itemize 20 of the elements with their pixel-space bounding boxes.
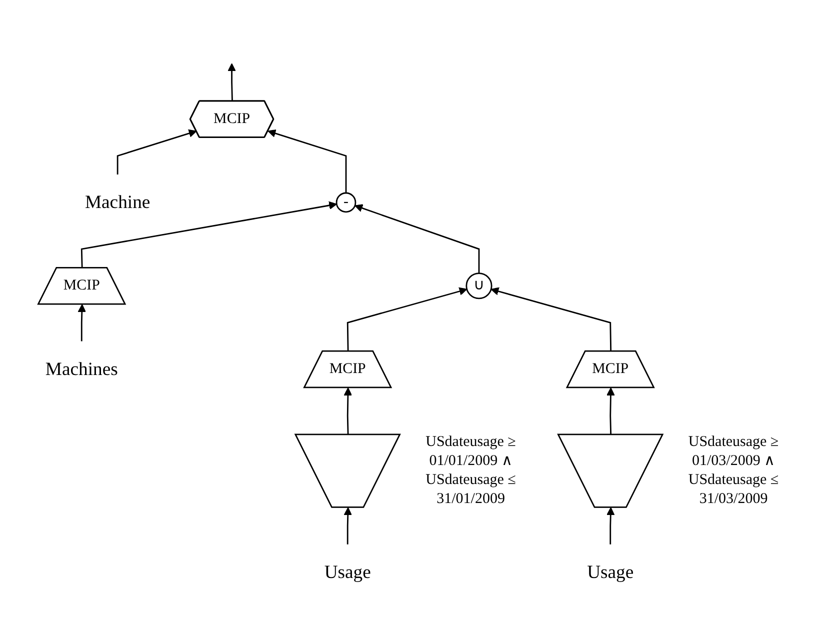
- arrow: [606, 507, 615, 544]
- node-circle: -: [336, 192, 356, 213]
- arrow: [268, 129, 347, 193]
- arrow: [606, 388, 615, 435]
- node-trapezoid: [557, 434, 664, 508]
- arrow: [344, 507, 352, 544]
- node-text: Usage: [324, 562, 371, 583]
- arrow: [490, 287, 612, 352]
- arrow: [344, 388, 352, 435]
- node-trapezoid: [294, 434, 401, 508]
- arrow: [116, 129, 197, 174]
- arrow: [78, 304, 86, 342]
- node-text: Machines: [45, 359, 118, 380]
- node-text: Usage: [587, 562, 634, 583]
- node-text: Machine: [84, 192, 150, 213]
- arrow: [346, 287, 468, 352]
- arrow: [228, 63, 236, 102]
- arrow: [354, 204, 480, 274]
- node-circle: ∪: [466, 272, 492, 300]
- arrow: [80, 201, 338, 268]
